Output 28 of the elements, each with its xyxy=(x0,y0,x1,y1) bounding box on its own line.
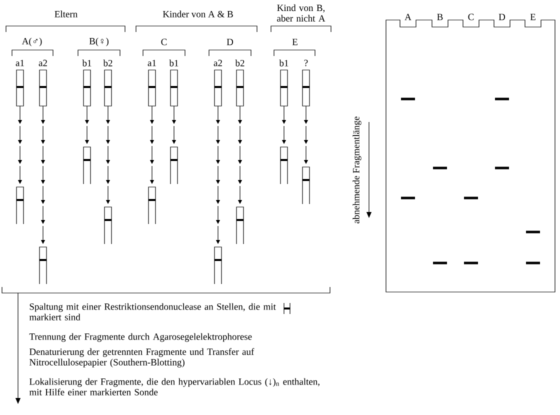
group-label: Eltern xyxy=(54,10,78,18)
child-label: C xyxy=(161,38,167,46)
allele-label: b1 xyxy=(82,60,92,66)
lane-label: B xyxy=(437,14,443,20)
group-label: Kind von B, aber nicht A xyxy=(277,4,326,22)
allele-label: a2 xyxy=(38,60,47,66)
allele-label: b1 xyxy=(279,60,288,66)
allele-label: b2 xyxy=(235,60,244,66)
lane-label: A xyxy=(404,14,412,20)
group-label: Kinder von A & B xyxy=(162,10,233,18)
lane-label: D xyxy=(498,14,506,20)
child-label: D xyxy=(226,38,234,46)
step-text: Lokalisierung der Fragmente, die den hypervariablen Locus (↓)$_{n}$ enthalten, mit Hilfe einer markierten Sonde xyxy=(29,378,320,396)
allele-label: b1 xyxy=(169,60,178,66)
allele-label: a2 xyxy=(214,60,222,66)
allele-label: a1 xyxy=(148,60,156,66)
parent-label: B(♀) xyxy=(89,38,108,46)
allele-label: ? xyxy=(304,60,308,66)
step-text: Spaltung mit einer Restriktionsendonuclease an Stellen, die mit markiert sind xyxy=(29,303,276,320)
parent-label: A(♂) xyxy=(22,38,42,46)
step-text: Denaturierung der getrennten Fragmente und Transfer auf Nitrocellulosepapier (Southern-Blotting) xyxy=(29,348,254,368)
child-label: E xyxy=(292,38,298,46)
axis-label: abnehmende Fragmentlänge xyxy=(352,116,362,224)
lane-label: C xyxy=(468,14,474,20)
allele-label: a1 xyxy=(16,60,24,66)
lane-label: E xyxy=(530,14,536,20)
allele-label: b2 xyxy=(103,60,112,66)
step-text: Trennung der Fragmente durch Agarosegelelektrophorese xyxy=(29,333,252,342)
